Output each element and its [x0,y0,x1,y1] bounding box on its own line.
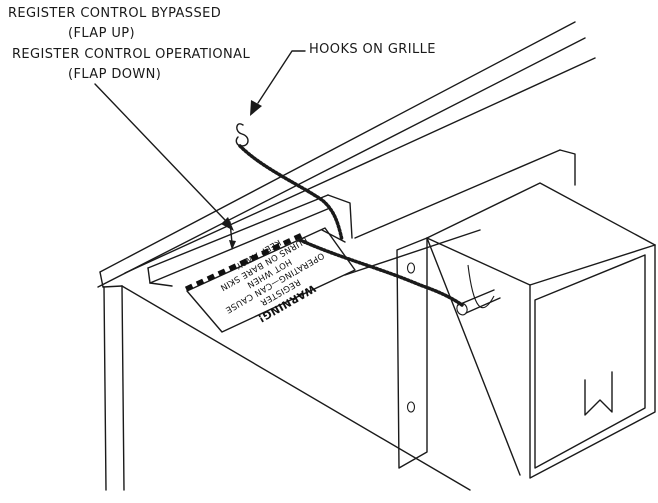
callout-bypassed: REGISTER CONTROL BYPASSED [8,6,222,21]
hook-and-chain [235,123,464,307]
leader-lines [94,50,306,250]
mount-hole-top [406,262,416,274]
callout-hooks: HOOKS ON GRILLE [309,42,436,57]
warning-flap: WARNING! REGISTER OPERATING—CAN CAUSE HO… [184,227,356,333]
callout-operational: REGISTER CONTROL OPERATIONAL [12,47,251,62]
register-box [396,182,656,479]
floor-outline [97,21,596,491]
callout-bypassed-note: (FLAP UP) [68,26,135,41]
mount-hole-bottom [406,401,416,413]
callout-operational-note: (FLAP DOWN) [68,67,162,82]
